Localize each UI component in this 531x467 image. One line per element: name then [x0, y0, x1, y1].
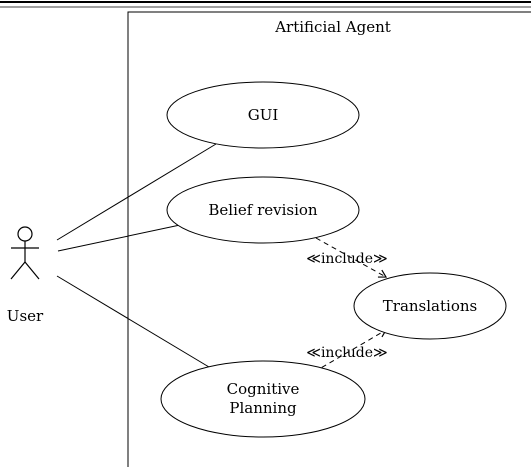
use-case-belief-revision[interactable]: Belief revision [166, 176, 360, 244]
association-gui [56, 143, 217, 241]
actor-user[interactable]: User [7, 226, 44, 325]
include-arrow-2 [313, 329, 388, 373]
association-cognitive-planning [56, 275, 215, 371]
include-label-2: ≪include≫ [306, 345, 387, 361]
use-case-translations-label: Translations [383, 297, 477, 315]
system-title: Artificial Agent [274, 18, 391, 36]
association-belief-revision [57, 224, 181, 252]
use-case-belief-revision-label: Belief revision [208, 201, 318, 219]
use-case-cognitive-planning-line1: Cognitive [227, 380, 300, 398]
actor-label: User [7, 307, 44, 325]
include-arrow-1 [315, 237, 388, 278]
use-case-gui-label: GUI [248, 106, 279, 124]
system-boundary [127, 11, 531, 467]
use-case-cognitive-planning-line2: Planning [229, 399, 297, 417]
include-label-1: ≪include≫ [306, 251, 387, 267]
use-case-translations[interactable]: Translations [353, 272, 507, 340]
use-case-gui[interactable]: GUI [166, 81, 360, 149]
use-case-cognitive-planning[interactable]: Cognitive Planning [160, 360, 366, 438]
stick-figure-actor-icon [10, 226, 40, 280]
